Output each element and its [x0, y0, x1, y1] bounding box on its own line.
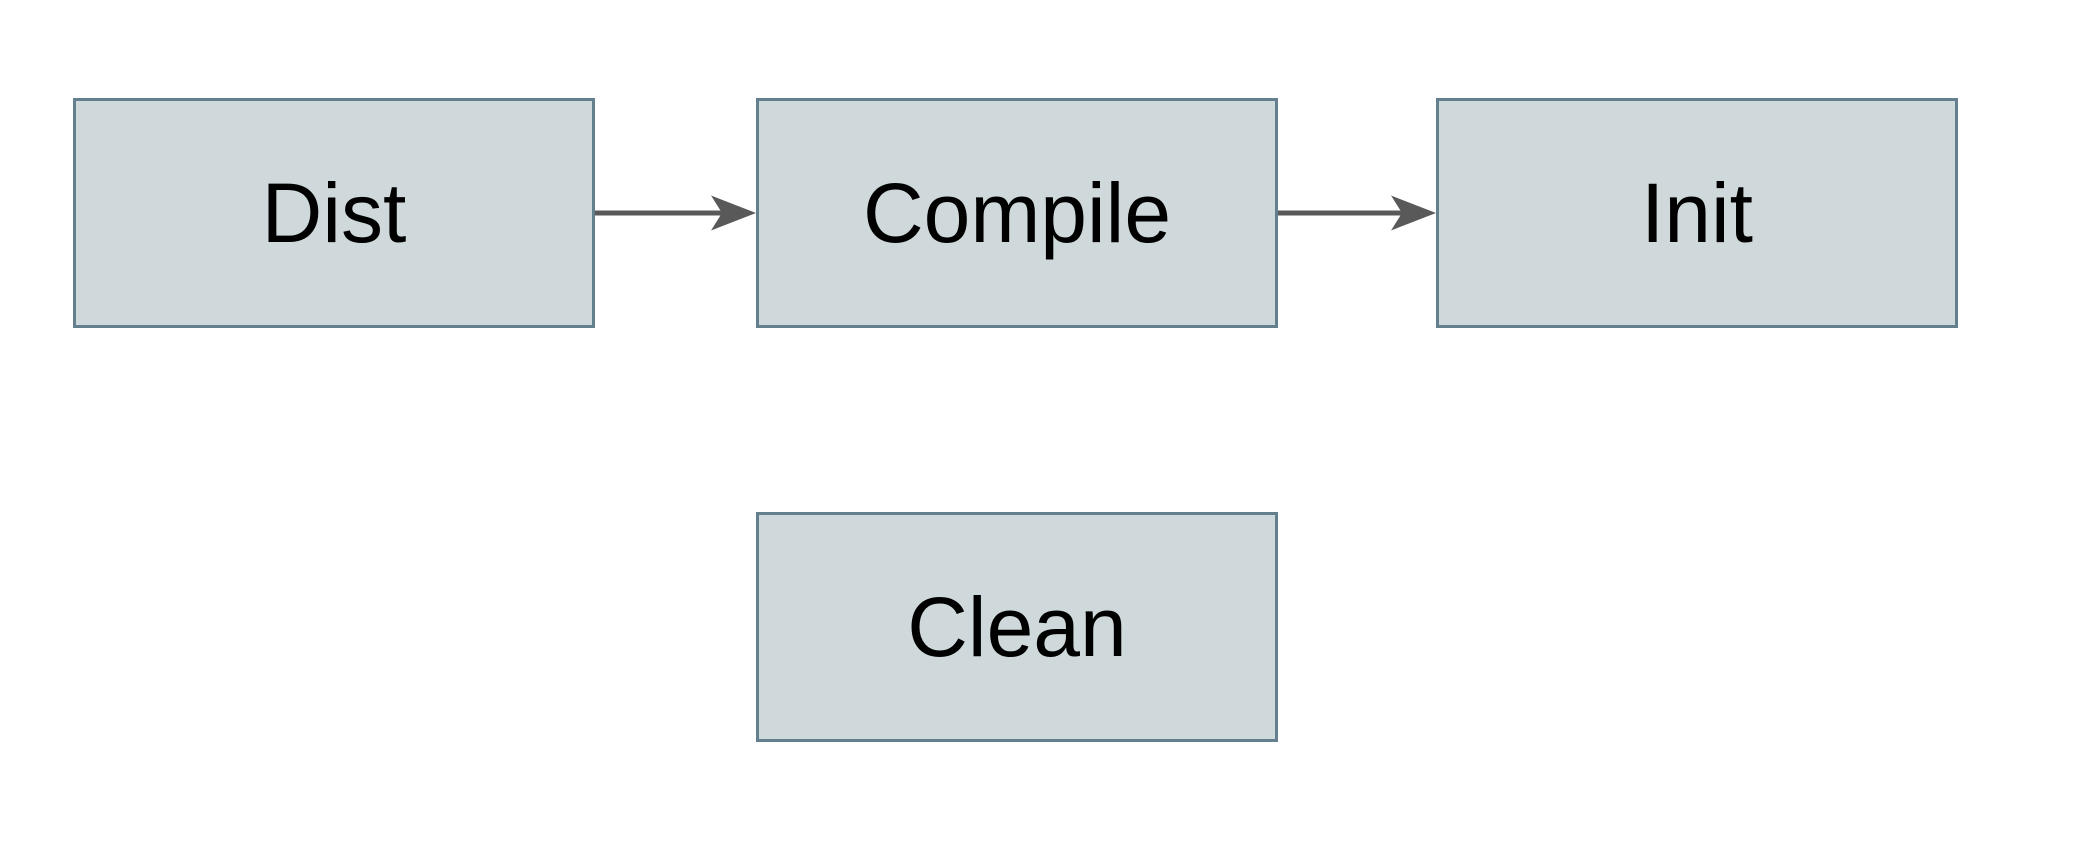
node-clean: Clean [756, 512, 1278, 742]
arrowhead-icon [711, 195, 756, 231]
node-init: Init [1436, 98, 1958, 328]
node-clean-label: Clean [907, 580, 1127, 674]
node-compile-label: Compile [862, 166, 1172, 260]
arrowhead-icon [1391, 195, 1436, 231]
node-dist: Dist [73, 98, 595, 328]
node-compile: Compile [756, 98, 1278, 328]
node-dist-label: Dist [261, 166, 407, 260]
node-init-label: Init [1640, 166, 1754, 260]
arrow-compile-to-init [1278, 195, 1436, 231]
arrow-dist-to-compile [595, 195, 756, 231]
